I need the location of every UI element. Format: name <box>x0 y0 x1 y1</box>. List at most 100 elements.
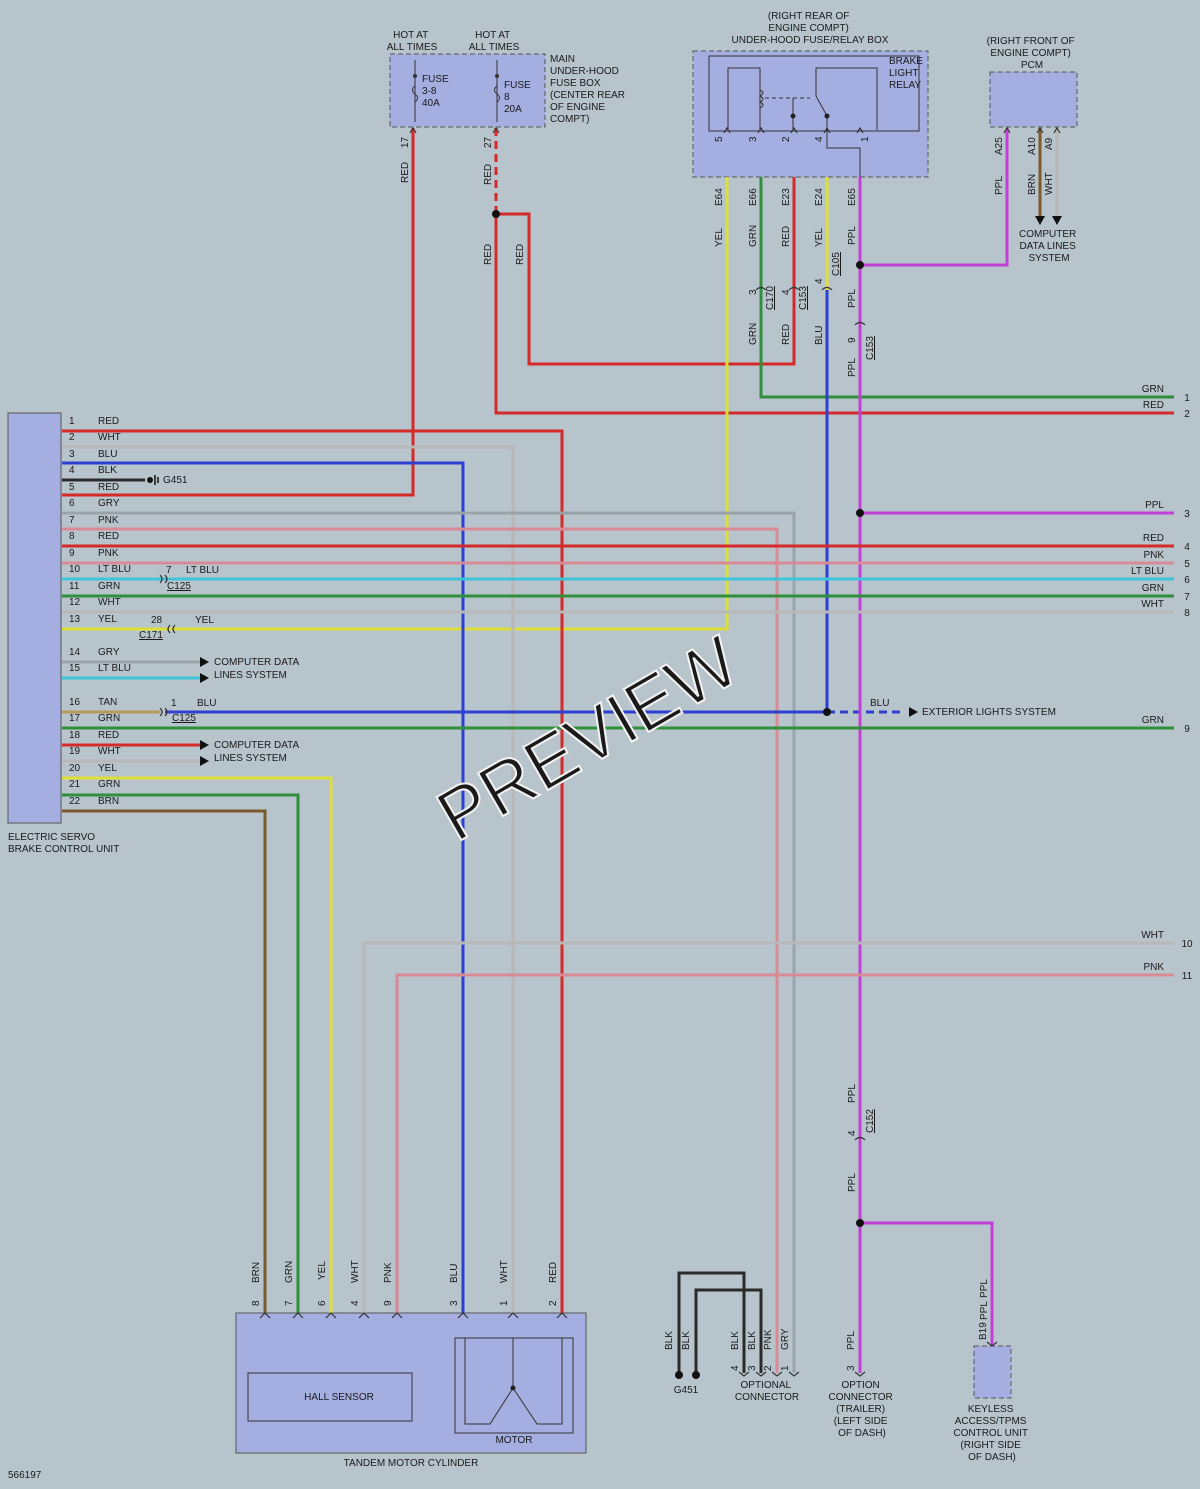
ecu-pin-number: 4 <box>69 465 75 476</box>
wire-label: BLK <box>664 1331 675 1350</box>
ecu-pin-number: 14 <box>69 647 81 658</box>
arrow-right-icon <box>200 673 209 683</box>
g451-top-label: G451 <box>163 475 188 486</box>
wire-pin22-brn <box>62 809 267 1313</box>
wire-label: BLK <box>730 1331 741 1350</box>
arrow-right-icon <box>200 756 209 766</box>
wire-red-ref2 <box>494 214 1174 415</box>
arrow-right-icon <box>909 707 918 717</box>
ground-g451-bottom-icon <box>675 1371 700 1379</box>
ecu-pin-number: 16 <box>69 697 81 708</box>
wire-label: GRN <box>748 225 759 247</box>
ecu-pin-number: 19 <box>69 746 81 757</box>
hot-at-all-times-2: HOT AT ALL TIMES <box>469 30 520 53</box>
ecu-pin-color: YEL <box>98 614 117 625</box>
ecu-pin-color: GRN <box>98 779 120 790</box>
reference-number: 8 <box>1184 608 1190 619</box>
wire-pin20-yel <box>62 776 333 1313</box>
pin-label: 9 <box>847 337 858 343</box>
pin-label: 2 <box>548 1300 559 1306</box>
wire-pin2-wht <box>62 445 515 1313</box>
pin-label: E24 <box>814 188 825 206</box>
wire-label: YEL <box>317 1261 328 1280</box>
fuse-icon <box>412 85 418 103</box>
wire-red-fuse38 <box>62 128 415 497</box>
ecu-pin-color: YEL <box>98 763 117 774</box>
connector-id: C171 <box>139 630 163 641</box>
wire-blk-outer <box>677 1271 746 1373</box>
main-fuse-box-title: MAIN UNDER-HOOD FUSE BOX (CENTER REAR OF… <box>550 54 628 125</box>
ecu-pin-color: BLK <box>98 465 117 476</box>
ecu-pin-number: 10 <box>69 564 81 575</box>
pin-label: E65 <box>847 188 858 206</box>
wire-label: PPL <box>847 1173 858 1192</box>
wire-label: RED <box>781 226 792 247</box>
wire-red-e23 <box>496 177 796 366</box>
ecu-pin-color: BLU <box>98 449 117 460</box>
wire-label: WHT <box>499 1260 510 1283</box>
reference-number: 3 <box>1184 509 1190 520</box>
ecu-pin-number: 22 <box>69 796 81 807</box>
ecu-pin-color: GRY <box>98 498 120 509</box>
wire-pin6-gry <box>62 511 796 1373</box>
pin-label: 4 <box>781 289 792 295</box>
wire-label: RED <box>483 244 494 265</box>
pin-label: 27 <box>483 136 494 148</box>
wire-label: PPL <box>847 358 858 377</box>
brake-light-relay-label: BRAKE LIGHT RELAY <box>889 56 926 91</box>
splices-arrows <box>147 126 1062 1379</box>
pin-label: A10 <box>1027 137 1038 155</box>
reference-wire-color: GRN <box>1142 583 1164 594</box>
ecu-pin-number: 6 <box>69 498 75 509</box>
wire-label: GRY <box>780 1328 791 1350</box>
wire-label: BLK <box>681 1331 692 1350</box>
pin-label: 3 <box>449 1300 460 1306</box>
pin-label: 1 <box>860 136 871 142</box>
pcm-title: (RIGHT FRONT OF ENGINE COMPT) PCM <box>987 36 1078 71</box>
reference-wire-color: PPL <box>1145 500 1164 511</box>
pin-label: 7 <box>284 1300 295 1306</box>
ecu-pin-color: LT BLU <box>98 564 131 575</box>
cdl-top-label: COMPUTER DATA LINES SYSTEM <box>1019 229 1079 264</box>
connector-id: C170 <box>765 286 776 310</box>
reference-wire-color: RED <box>1143 533 1164 544</box>
wire-label: WHT <box>350 1260 361 1283</box>
wire-label: BLU <box>197 698 216 709</box>
splice <box>823 708 831 716</box>
wires <box>62 128 1174 1373</box>
relay-coil-icon <box>758 89 764 109</box>
pin-label: 7 <box>166 565 172 576</box>
reference-number: 10 <box>1181 939 1193 950</box>
hot-at-all-times-1: HOT AT ALL TIMES <box>387 30 438 53</box>
wire-pnk-ref11 <box>395 973 1174 1313</box>
ecu-pin-color: GRN <box>98 713 120 724</box>
reference-wire-color: PNK <box>1143 550 1164 561</box>
splice <box>856 1219 864 1227</box>
fuse-icon <box>494 85 500 103</box>
tandem-title: TANDEM MOTOR CYLINDER <box>344 1458 479 1469</box>
wire-ppl-keyless <box>860 1221 994 1346</box>
pin-label: 1 <box>780 1365 791 1371</box>
pin-label: 4 <box>350 1300 361 1306</box>
keyless-access-unit: KEYLESS ACCESS/TPMS CONTROL UNIT (RIGHT … <box>953 1345 1028 1463</box>
wire-label: PPL <box>979 1279 990 1298</box>
wire-label: PPL <box>846 1331 857 1350</box>
ecu-pin-number: 11 <box>69 581 80 592</box>
g451-bottom-label: G451 <box>674 1385 699 1396</box>
ecu-pin-color: GRN <box>98 581 120 592</box>
underhood-box-title: (RIGHT REAR OF ENGINE COMPT) UNDER-HOOD … <box>732 11 889 46</box>
arrow-down-icon <box>1035 216 1045 225</box>
cdl-18-label: COMPUTER DATA <box>214 740 300 751</box>
reference-number: 6 <box>1184 575 1190 586</box>
pin-label: 17 <box>400 136 411 148</box>
ecu-pin-number: 2 <box>69 432 75 443</box>
fuse1-label: FUSE 3-8 40A <box>422 74 451 109</box>
pin-label: E64 <box>714 188 725 206</box>
wire-label: GRN <box>748 323 759 345</box>
ecu-pin-number: 12 <box>69 597 81 608</box>
reference-number: 9 <box>1184 724 1190 735</box>
ecu-pin-number: 13 <box>69 614 81 625</box>
splice <box>492 210 500 218</box>
